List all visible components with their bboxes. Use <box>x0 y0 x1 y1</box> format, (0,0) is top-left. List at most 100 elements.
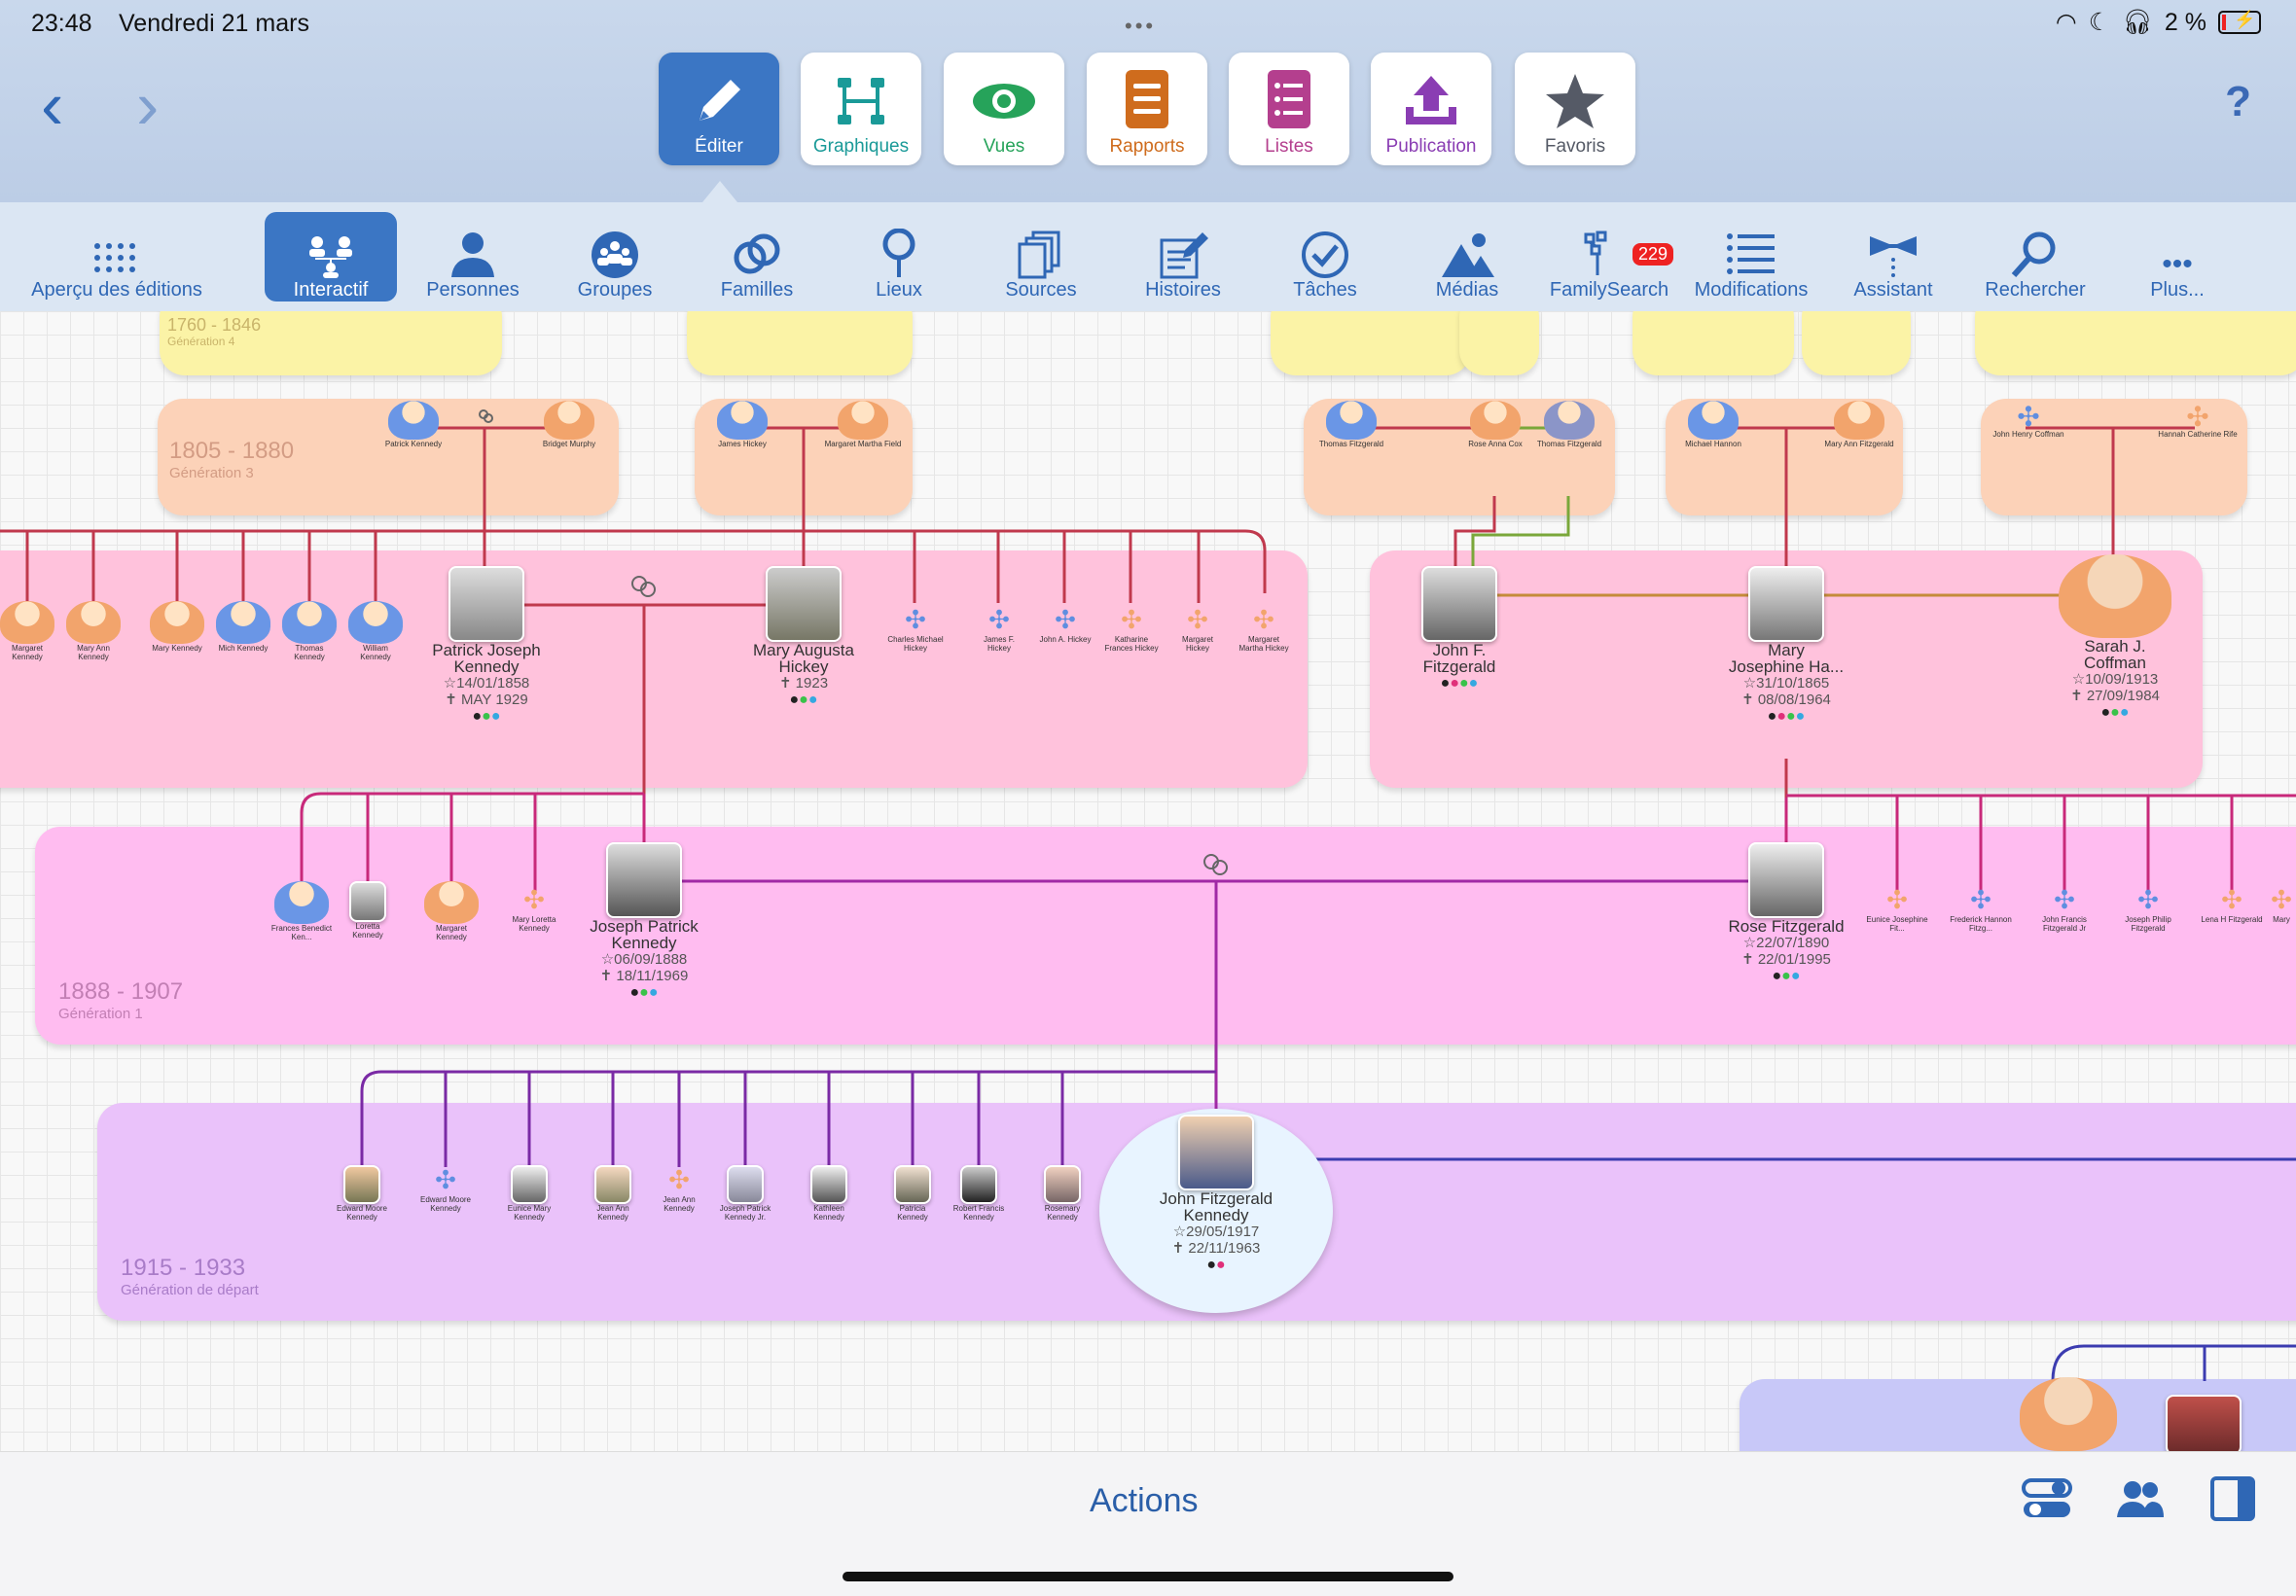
toolbar-tasks[interactable]: Tâches <box>1267 212 1383 301</box>
gen2-sibling[interactable]: Mary Ann Kennedy <box>66 601 121 661</box>
gen3-person[interactable]: Patrick Kennedy <box>370 401 457 448</box>
gen1-sibling[interactable]: ✣ Frederick Hannon Fitzg... <box>1950 885 2012 933</box>
gen2-sibling[interactable]: Thomas Kennedy <box>282 601 337 661</box>
gen0-sibling[interactable]: Rosemary Kennedy <box>1035 1165 1090 1222</box>
person-rose-fitzgerald[interactable]: Rose Fitzgerald ☆22/07/1890 ✝ 22/01/1995… <box>1708 842 1864 985</box>
toolbar-stories[interactable]: Histoires <box>1125 212 1241 301</box>
person-joseph-patrick-kennedy[interactable]: Joseph Patrick Kennedy ☆06/09/1888 ✝ 18/… <box>568 842 720 1002</box>
gen1-sibling[interactable]: ✣ Joseph Philip Fitzgerald <box>2117 885 2179 933</box>
generation-4-box <box>1975 311 2296 375</box>
toolbar-media[interactable]: Médias <box>1409 212 1525 301</box>
multitask-dots[interactable]: ••• <box>1125 14 1157 38</box>
tile-lists[interactable]: Listes <box>1229 53 1349 165</box>
gen3-person[interactable]: Rose Anna Cox <box>1452 401 1539 448</box>
gen0-sibling[interactable]: ✣ Edward Moore Kennedy <box>418 1165 473 1213</box>
gen0-sibling[interactable]: Jean Ann Kennedy <box>586 1165 640 1222</box>
toolbar-label: Tâches <box>1293 279 1357 301</box>
gen0-sibling[interactable]: Kathleen Kennedy <box>802 1165 856 1222</box>
gen2-sibling[interactable]: Mary Kennedy <box>150 601 204 653</box>
sidebar-toggle-icon[interactable] <box>2208 1474 2257 1528</box>
toolbar-persons[interactable]: Personnes <box>414 212 531 301</box>
toolbar-places[interactable]: Lieux <box>841 212 957 301</box>
tile-label: Publication <box>1385 136 1477 157</box>
gen0-sibling[interactable]: Joseph Patrick Kennedy Jr. <box>718 1165 772 1222</box>
generation-4-box <box>687 311 913 375</box>
gen1-sibling[interactable]: ✣ John Francis Fitzgerald Jr <box>2033 885 2096 933</box>
gen3-person[interactable]: Thomas Fitzgerald <box>1525 401 1613 448</box>
back-arrow-icon[interactable]: ‹ <box>41 67 64 143</box>
gen3-person[interactable]: James Hickey <box>699 401 786 448</box>
tile-edit[interactable]: Éditer <box>659 53 779 165</box>
tile-label: Graphiques <box>812 136 910 157</box>
gen1-sibling[interactable]: ✣ Eunice Josephine Fit... <box>1866 885 1928 933</box>
actions-button[interactable]: Actions <box>1090 1482 1199 1519</box>
gen2-sibling[interactable]: ✣ Katharine Frances Hickey <box>1103 605 1160 653</box>
gen1-sibling[interactable]: Loretta Kennedy <box>341 881 395 940</box>
generation-4-box <box>1459 311 1539 375</box>
gen0-sibling[interactable]: ✣ Jean Ann Kennedy <box>652 1165 706 1213</box>
toolbar-search[interactable]: Rechercher <box>1977 212 2094 301</box>
gen3-person[interactable]: Margaret Martha Field <box>819 401 907 448</box>
toolbar-families[interactable]: Familles <box>699 212 815 301</box>
toolbar-label: Personnes <box>426 279 520 301</box>
gen2-sibling[interactable]: ✣ Charles Michael Hickey <box>887 605 944 653</box>
gen1-sibling[interactable]: ✣ Mary <box>2267 885 2296 924</box>
gen1-sibling[interactable]: Frances Benedict Ken... <box>270 881 333 941</box>
person-mary-augusta-hickey[interactable]: Mary Augusta Hickey ✝ 1923 ●●● <box>726 566 881 709</box>
gen3-person[interactable]: ✣ Hannah Catherine Rife <box>2154 401 2242 439</box>
female-avatar-icon[interactable] <box>2020 1377 2117 1451</box>
help-button[interactable]: ? <box>2225 78 2251 125</box>
generation-4-box <box>1632 311 1794 375</box>
tile-views[interactable]: Vues <box>944 53 1064 165</box>
gen2-sibling[interactable]: ✣ James F. Hickey <box>971 605 1027 653</box>
gen0-sibling[interactable]: Robert Francis Kennedy <box>951 1165 1006 1222</box>
toggles-icon[interactable] <box>2020 1474 2074 1528</box>
gen0-sibling[interactable]: Eunice Mary Kennedy <box>502 1165 556 1222</box>
person-patrick-joseph-kennedy[interactable]: Patrick Joseph Kennedy ☆14/01/1858 ✝ MAY… <box>409 566 564 726</box>
gen3-person[interactable]: ✣ John Henry Coffman <box>1985 401 2072 439</box>
gen2-sibling[interactable]: Margaret Kennedy <box>0 601 54 661</box>
birth-date: ☆14/01/1858 <box>443 675 530 692</box>
gen2-sibling[interactable]: Mich Kennedy <box>216 601 270 653</box>
tile-publish[interactable]: Publication <box>1371 53 1491 165</box>
tree-canvas[interactable]: 1760 - 1846 Génération 4 1805 - 1880 Gén… <box>0 311 2296 1451</box>
toolbar-overview[interactable]: Aperçu des éditions <box>19 212 214 301</box>
gen2-sibling[interactable]: ✣ Margaret Martha Hickey <box>1236 605 1292 653</box>
person-name: Robert Francis Kennedy <box>952 1204 1005 1222</box>
home-indicator[interactable] <box>843 1572 1453 1581</box>
gen1-sibling[interactable]: Margaret Kennedy <box>420 881 483 941</box>
forward-arrow-icon[interactable]: › <box>136 67 160 143</box>
toolbar-sources[interactable]: Sources <box>983 212 1099 301</box>
toolbar-assistant[interactable]: Assistant <box>1835 212 1952 301</box>
gen3-person[interactable]: Bridget Murphy <box>525 401 613 448</box>
portrait-photo <box>448 566 524 642</box>
toolbar-modifications[interactable]: Modifications <box>1683 212 1819 301</box>
female-avatar-icon <box>1470 401 1521 440</box>
toolbar-groups[interactable]: Groupes <box>556 212 673 301</box>
gen3-person[interactable]: Mary Ann Fitzgerald <box>1815 401 1903 448</box>
gen0-sibling[interactable]: Patricia Kennedy <box>885 1165 940 1222</box>
person-john-f-fitzgerald[interactable]: John F. Fitzgerald ●●●● <box>1381 566 1537 692</box>
birth-date: ☆10/09/1913 <box>2071 671 2159 688</box>
tile-reports[interactable]: Rapports <box>1087 53 1207 165</box>
portrait-photo[interactable] <box>2166 1395 2242 1451</box>
battery-percent: 2 % <box>2164 8 2206 36</box>
toolbar-interactive[interactable]: Interactif <box>265 212 397 301</box>
gen2-sibling[interactable]: William Kennedy <box>348 601 403 661</box>
people-icon[interactable] <box>2113 1474 2168 1528</box>
gen2-sibling[interactable]: ✣ Margaret Hickey <box>1169 605 1226 653</box>
gen1-sibling[interactable]: ✣ Lena H Fitzgerald <box>2201 885 2263 924</box>
tile-favorites[interactable]: Favoris <box>1515 53 1635 165</box>
person-sarah-j-coffman[interactable]: Sarah J. Coffman ☆10/09/1913 ✝ 27/09/198… <box>2037 554 2193 722</box>
person-john-fitzgerald-kennedy[interactable]: John Fitzgerald Kennedy ☆29/05/1917 ✝ 22… <box>1129 1115 1304 1274</box>
toolbar-more[interactable]: ••• Plus... <box>2119 212 2236 301</box>
gen3-person[interactable]: Thomas Fitzgerald <box>1308 401 1395 448</box>
toolbar-familysearch[interactable]: 229 FamilySearch <box>1541 212 1677 301</box>
gen3-person[interactable]: Michael Hannon <box>1669 401 1757 448</box>
person-mary-josephine-hannon[interactable]: Mary Josephine Ha... ☆31/10/1865 ✝ 08/08… <box>1706 566 1866 726</box>
gen1-sibling[interactable]: ✣ Mary Loretta Kennedy <box>502 885 566 933</box>
tile-charts[interactable]: Graphiques <box>801 53 921 165</box>
chart-icon <box>838 78 884 124</box>
gen0-sibling[interactable]: Edward Moore Kennedy <box>335 1165 389 1222</box>
gen2-sibling[interactable]: ✣ John A. Hickey <box>1037 605 1094 644</box>
